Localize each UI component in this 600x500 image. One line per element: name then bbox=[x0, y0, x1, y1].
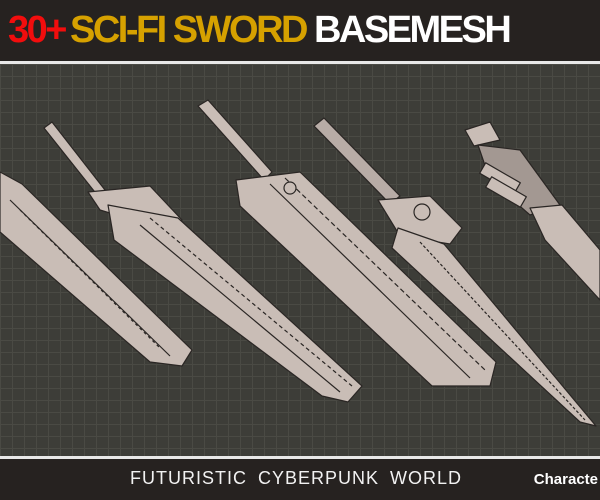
title-main: BASEMESH bbox=[313, 9, 512, 51]
sword-2 bbox=[43, 121, 363, 403]
sword-5 bbox=[464, 121, 600, 301]
render-viewport bbox=[0, 64, 600, 456]
divider-top bbox=[0, 61, 600, 64]
divider-bottom bbox=[0, 456, 600, 459]
sword-4 bbox=[313, 117, 597, 427]
sword-3 bbox=[197, 99, 497, 387]
sword-1 bbox=[0, 171, 193, 367]
sword-renders bbox=[0, 99, 600, 427]
subtitle: FUTURISTIC CYBERPUNK WORLD bbox=[130, 468, 463, 488]
title-count: 30+ bbox=[8, 9, 67, 51]
title-accent: SCI-FI SWORD bbox=[69, 9, 308, 51]
footer-bar: FUTURISTIC CYBERPUNK WORLD Characte bbox=[0, 459, 600, 500]
footer-tag: Characte bbox=[533, 471, 598, 488]
